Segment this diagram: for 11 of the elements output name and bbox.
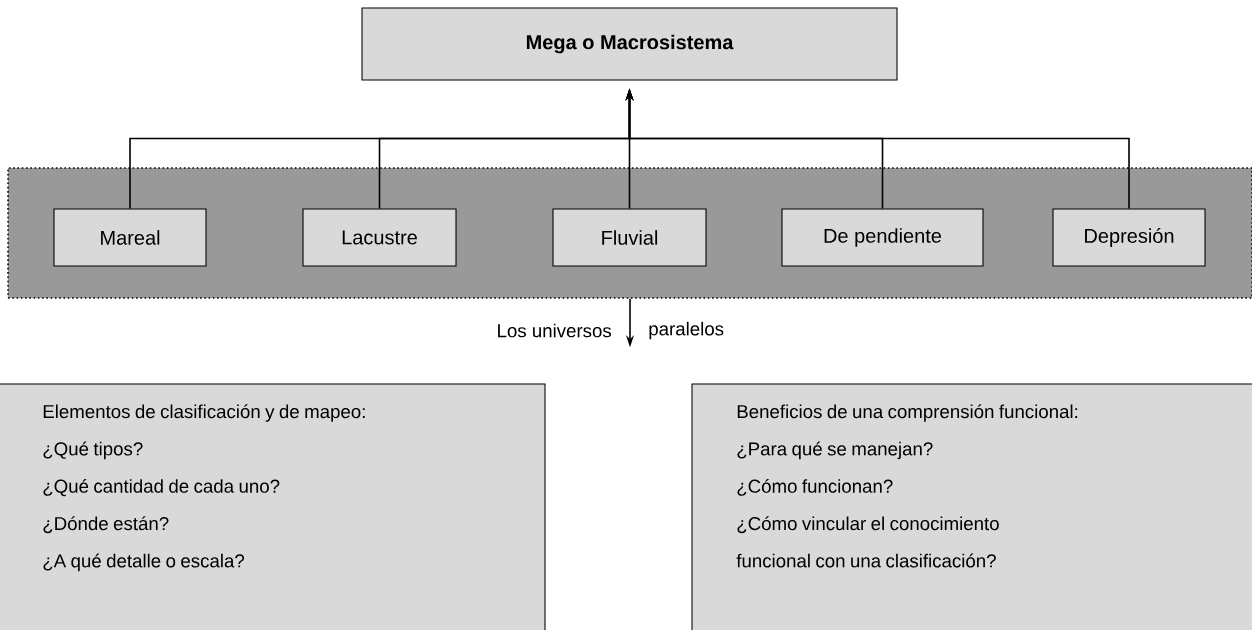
arrow-label: paralelos	[649, 321, 724, 340]
category-box: De pendiente	[781, 208, 984, 267]
question-panel: Elementos de clasificación y de mapeo: ¿Qué tipos? ¿Qué cantidad de cada uno? ¿Dónde están? ¿A qué detalle o escala?	[0, 383, 546, 630]
title-box: Mega o Macrosistema	[361, 7, 898, 81]
node-text: Los universos paralelos	[498, 321, 724, 340]
category-box: Fluvial	[552, 208, 707, 267]
arrow-label: Los universos	[498, 323, 612, 338]
category-box: Lacustre	[302, 208, 457, 267]
category-box: Mareal	[53, 208, 207, 267]
question-panel: Beneficios de una comprensión funcional: ¿Para qué se manejan? ¿Cómo funcionan? ¿Cómo vincular el conocimiento funcional con una clasificación?	[691, 383, 1252, 630]
category-box: Depresión	[1052, 208, 1206, 267]
